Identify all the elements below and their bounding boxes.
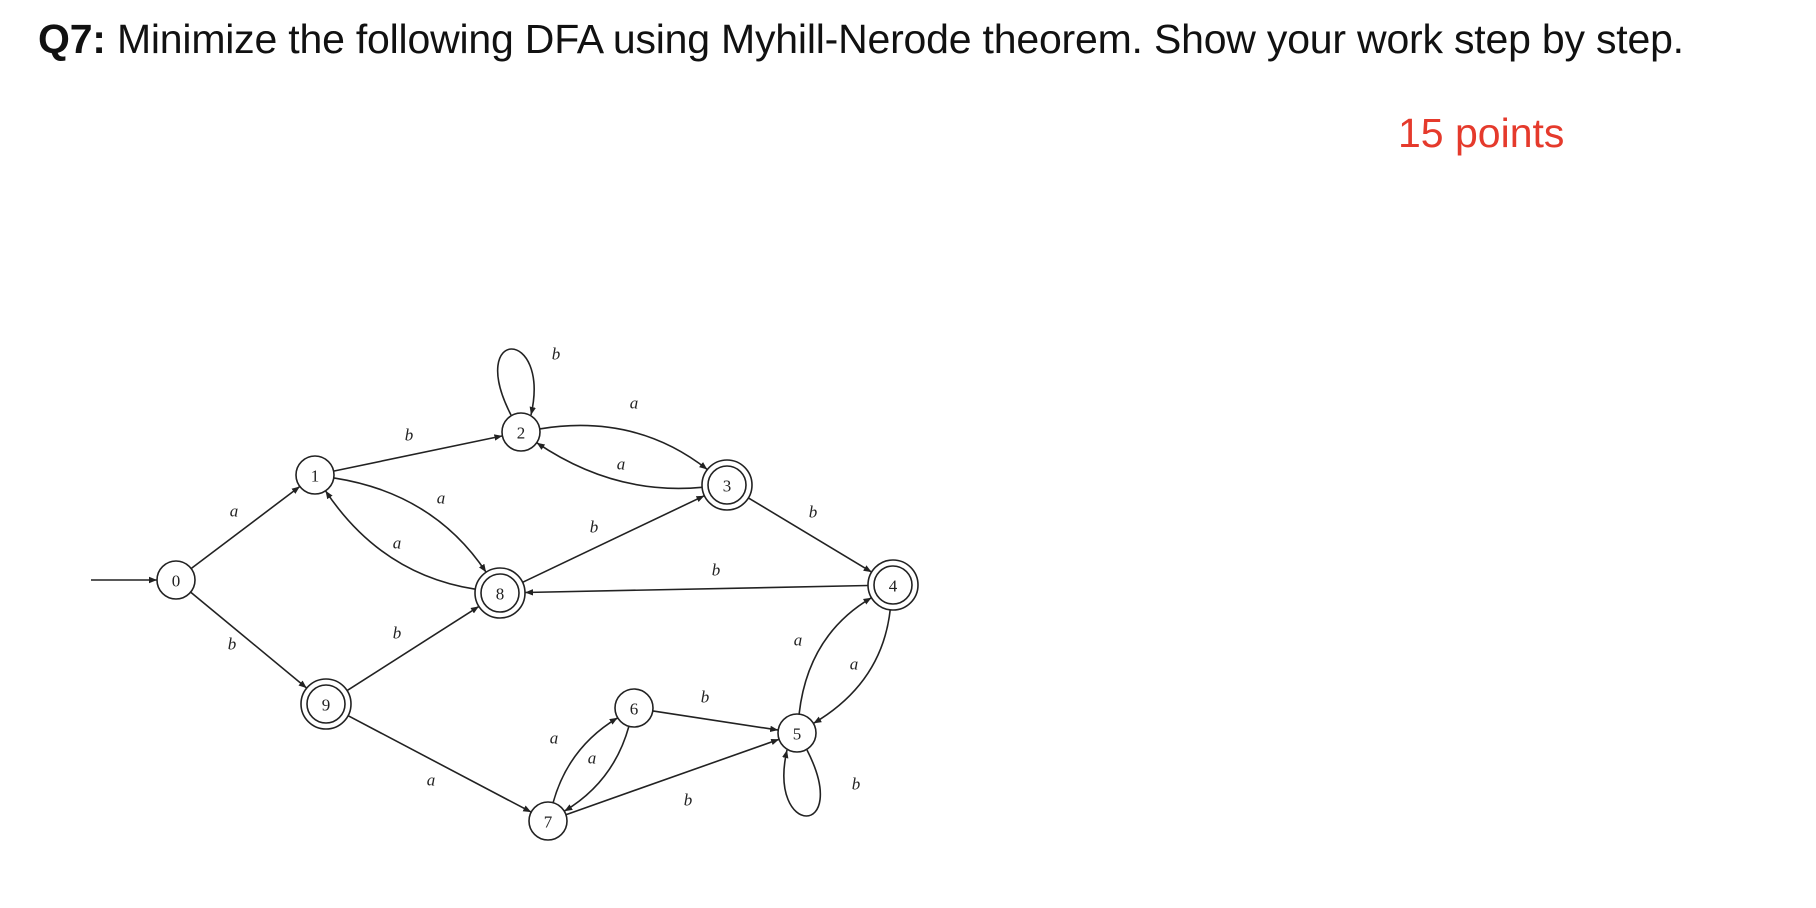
transition-8-to-1: a xyxy=(324,490,476,590)
state-2: 2 xyxy=(501,412,541,452)
state-label: 3 xyxy=(723,477,732,496)
state-circle xyxy=(306,684,346,724)
question-text: Q7: Minimize the following DFA using Myh… xyxy=(38,16,1684,63)
transition-symbol: b xyxy=(552,345,561,364)
transition-symbol: a xyxy=(427,771,436,790)
state-circle xyxy=(707,465,747,505)
transition-3-to-2: a xyxy=(536,442,703,490)
transition-1-to-2: b xyxy=(333,426,503,472)
transition-arrow xyxy=(539,424,708,471)
state-circle xyxy=(295,455,335,495)
transition-2-to-3: a xyxy=(539,394,708,471)
state-circle xyxy=(614,688,654,728)
transition-symbol: b xyxy=(684,791,693,810)
state-label: 0 xyxy=(172,572,181,591)
transition-arrow xyxy=(522,494,705,584)
transition-arrow xyxy=(536,442,703,490)
transition-arrow xyxy=(347,714,532,813)
transition-arrow xyxy=(333,434,503,472)
transition-symbol: b xyxy=(590,518,599,537)
transition-8-to-3: b xyxy=(522,494,705,584)
state-circle xyxy=(873,565,913,605)
transition-6-to-5: b xyxy=(652,688,779,733)
transition-0-to-1: a xyxy=(190,485,301,570)
state-label: 5 xyxy=(793,725,802,744)
transition-symbol: b xyxy=(228,635,237,654)
state-1: 1 xyxy=(295,455,335,495)
state-7: 7 xyxy=(528,801,568,841)
state-8-accepting: 8 xyxy=(474,567,526,619)
transition-arrow xyxy=(324,490,476,590)
transition-arrow xyxy=(496,348,536,416)
transition-symbol: b xyxy=(405,426,414,445)
transition-symbol: b xyxy=(701,688,710,707)
transition-arrow xyxy=(552,717,619,803)
transition-symbol: a xyxy=(850,655,859,674)
state-0: 0 xyxy=(156,560,196,600)
transition-arrow xyxy=(346,605,480,692)
state-label: 2 xyxy=(517,424,526,443)
transition-symbol: a xyxy=(230,502,239,521)
transition-arrow xyxy=(747,497,873,573)
transition-arrow xyxy=(190,485,301,570)
transition-4-to-5: a xyxy=(812,609,891,725)
transition-symbol: a xyxy=(588,749,597,768)
transition-symbol: a xyxy=(550,729,559,748)
transition-symbol: a xyxy=(617,455,626,474)
transition-arrow xyxy=(652,710,779,733)
state-label: 9 xyxy=(322,696,331,715)
state-circle xyxy=(156,560,196,600)
state-label: 8 xyxy=(496,585,505,604)
state-3-accepting: 3 xyxy=(701,459,753,511)
state-circle xyxy=(777,713,817,753)
state-4-accepting: 4 xyxy=(867,559,919,611)
transition-4-to-8: b xyxy=(524,561,869,596)
state-circle xyxy=(528,801,568,841)
transition-arrow xyxy=(190,591,308,689)
question-body: Minimize the following DFA using Myhill-… xyxy=(105,16,1684,62)
transition-7-to-5: b xyxy=(565,738,780,816)
state-5: 5 xyxy=(777,713,817,753)
transition-9-to-8: b xyxy=(346,605,480,692)
transition-6-to-7: a xyxy=(563,726,630,812)
transition-1-to-8: a xyxy=(333,477,487,573)
transition-9-to-7: a xyxy=(347,714,532,813)
transition-symbol: a xyxy=(630,394,639,413)
state-circle xyxy=(501,412,541,452)
state-circle xyxy=(480,573,520,613)
transition-arrow xyxy=(798,597,872,715)
transition-3-to-4: b xyxy=(747,497,873,573)
transition-5-to-4: a xyxy=(794,597,872,715)
transition-symbol: b xyxy=(712,561,721,580)
transition-arrow xyxy=(782,749,822,817)
state-label: 7 xyxy=(544,813,553,832)
transition-2-to-2: b xyxy=(496,345,561,416)
transition-arrow xyxy=(565,738,780,816)
transition-symbol: a xyxy=(393,534,402,553)
state-label: 1 xyxy=(311,467,320,486)
transitions-layer: a b b a b a a b b a a b b a a b a b b a xyxy=(91,345,891,817)
transition-arrow xyxy=(524,584,869,596)
state-label: 6 xyxy=(630,700,639,719)
state-9-accepting: 9 xyxy=(300,678,352,730)
state-6: 6 xyxy=(614,688,654,728)
state-label: 4 xyxy=(889,577,898,596)
transition-arrow xyxy=(563,726,630,812)
transition-5-to-5: b xyxy=(782,749,861,817)
transition-symbol: a xyxy=(794,631,803,650)
transition-symbol: b xyxy=(809,503,818,522)
transition-symbol: a xyxy=(437,489,446,508)
transition-symbol: b xyxy=(393,624,402,643)
question-label: Q7: xyxy=(38,16,106,62)
states-layer: 0 1 2 3 4 5 6 7 8 9 xyxy=(156,412,919,841)
transition-arrow xyxy=(812,609,891,725)
points-label: 15 points xyxy=(1398,110,1565,156)
transition-symbol: b xyxy=(852,775,861,794)
transition-arrow xyxy=(333,477,487,573)
transition-7-to-6: a xyxy=(550,717,619,803)
transition-0-to-9: b xyxy=(190,591,308,689)
